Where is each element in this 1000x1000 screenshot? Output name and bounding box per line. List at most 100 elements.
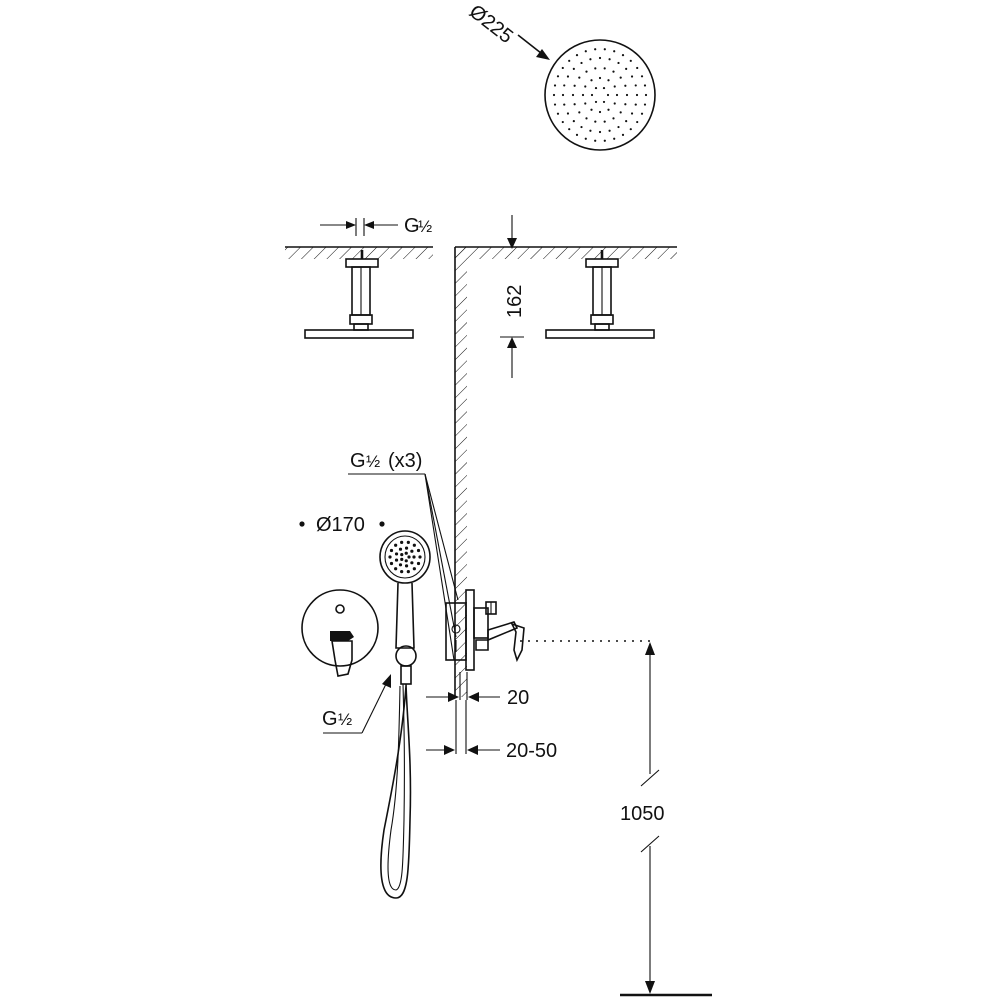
rain-head-plan-view [544, 39, 656, 151]
rain-nozzle [561, 93, 565, 97]
rain-nozzle [602, 86, 606, 90]
rain-nozzle [589, 129, 592, 132]
rain-nozzle [556, 75, 560, 78]
rain-nozzle [581, 93, 585, 97]
rain-nozzle [568, 59, 571, 62]
rain-nozzle [553, 103, 557, 106]
hand-nozzle [404, 564, 409, 568]
arm-drop-label: 162 [504, 285, 526, 318]
rain-nozzle [624, 103, 627, 106]
ceiling-thread-label: G [404, 215, 420, 237]
rain-nozzle [624, 84, 627, 87]
ceiling-right-and-wall [454, 246, 677, 697]
rain-nozzle [561, 120, 564, 124]
ceiling-thread-callout: G ½ [320, 215, 432, 237]
hand-nozzle [416, 548, 421, 553]
rain-nozzle [629, 128, 632, 131]
hand-nozzle [394, 567, 398, 571]
ceiling-thread-fraction: ½ [418, 217, 432, 236]
hand-nozzle [404, 546, 409, 550]
mixer-side-view [445, 589, 525, 671]
mixer-escutcheon-front [301, 589, 379, 677]
rain-nozzle [613, 137, 616, 140]
rain-nozzle [594, 86, 598, 90]
hand-nozzle [400, 540, 404, 544]
rain-nozzle [594, 139, 597, 142]
rain-nozzle [619, 76, 622, 79]
rain-nozzle [585, 70, 588, 73]
right-ceiling-shower [545, 250, 655, 339]
rain-nozzle [621, 133, 625, 136]
rain-nozzle [553, 84, 557, 87]
rain-nozzle [566, 75, 570, 78]
rain-nozzle [612, 117, 615, 120]
hand-nozzle [406, 540, 410, 544]
ceiling-left [285, 246, 433, 259]
hand-nozzle [412, 555, 416, 559]
rain-nozzle [643, 84, 647, 87]
rain-nozzle [578, 111, 581, 114]
rain-nozzle [603, 139, 606, 142]
rain-nozzle [571, 93, 575, 97]
rain-nozzle [584, 102, 587, 105]
rain-nozzle [563, 84, 566, 87]
rain-nozzle [584, 50, 587, 53]
valve-thread-count: (x3) [388, 450, 422, 472]
rain-nozzle [617, 125, 620, 129]
rain-nozzle [613, 85, 616, 88]
rain-nozzle [594, 100, 598, 104]
rain-nozzle [572, 67, 575, 70]
hand-nozzle [404, 559, 408, 563]
rain-nozzle [630, 75, 634, 78]
hand-nozzle [400, 553, 404, 557]
rain-nozzle [580, 125, 583, 129]
rain-nozzle [563, 103, 566, 106]
hose-thread-fraction: ½ [338, 710, 352, 729]
rain-nozzle [598, 76, 602, 80]
rain-nozzle [617, 61, 620, 65]
hand-nozzle [407, 555, 411, 559]
hand-shower [379, 530, 431, 685]
rain-nozzle [598, 56, 602, 60]
hand-nozzle [389, 561, 394, 566]
rain-nozzle [585, 117, 588, 120]
rain-nozzle [578, 76, 581, 79]
valve-thread-label: G [350, 450, 366, 472]
hand-shower-diameter-callout: Ø170 [299, 514, 385, 536]
hand-nozzle [410, 561, 414, 565]
hand-nozzle [388, 555, 392, 559]
rain-nozzle [613, 102, 616, 105]
outlet-height-dimension: 1050 [620, 642, 665, 994]
nozzle-pattern [552, 48, 648, 142]
wall-plate-projection-label: 20 [507, 687, 529, 709]
hand-shower-diameter-label: Ø170 [316, 514, 365, 536]
rain-nozzle [625, 93, 629, 97]
rain-nozzle [568, 128, 571, 131]
rain-nozzle [636, 120, 639, 124]
rain-nozzle [612, 70, 615, 73]
hand-nozzle [398, 547, 403, 551]
rain-nozzle [603, 67, 606, 70]
rain-nozzle [590, 79, 593, 82]
hand-nozzle [389, 548, 394, 553]
rain-nozzle [621, 54, 625, 57]
rain-nozzle [573, 103, 576, 106]
rain-nozzle [598, 130, 602, 134]
hand-nozzle [412, 543, 416, 547]
rain-nozzle [575, 54, 579, 57]
rain-nozzle [608, 58, 611, 61]
hand-nozzle [404, 551, 408, 555]
hand-nozzle [412, 567, 416, 571]
rain-nozzle [590, 108, 593, 111]
rain-nozzle [573, 84, 576, 87]
hand-nozzle [400, 557, 404, 561]
valve-thread-callout: G ½ (x3) [348, 450, 459, 661]
rain-nozzle [640, 112, 644, 115]
hand-nozzle [400, 570, 404, 574]
rain-nozzle [634, 84, 637, 87]
hand-shower-nozzles [388, 540, 422, 574]
rain-nozzle [575, 133, 579, 136]
arm-drop-dimension: 162 [500, 215, 526, 378]
hose-thread-label: G [322, 708, 338, 730]
rain-nozzle [561, 66, 564, 70]
